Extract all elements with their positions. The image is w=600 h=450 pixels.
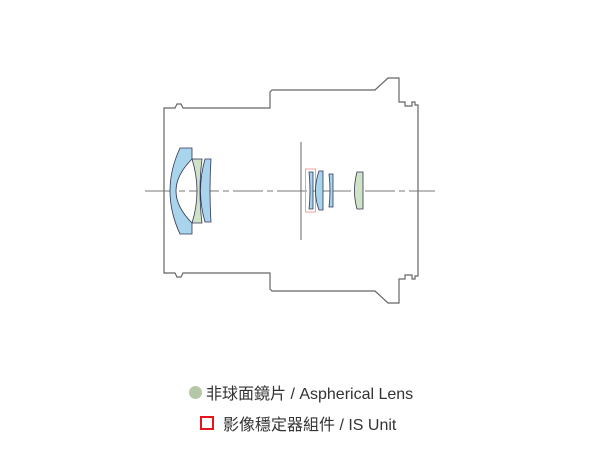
legend-is-unit-label: 影像穩定器組件 / IS Unit xyxy=(223,417,397,434)
is-unit-square-icon xyxy=(200,416,214,430)
legend-aspherical-label: 非球面鏡片 / Aspherical Lens xyxy=(206,386,414,403)
legend-is-unit: 影像穩定器組件 / IS Unit xyxy=(200,411,396,435)
lens-element-6 xyxy=(328,173,334,208)
lens-element-3 xyxy=(200,158,212,223)
is-lens-element xyxy=(308,171,314,210)
aspherical-lens-element-7 xyxy=(354,171,364,210)
aspherical-lens-element-2 xyxy=(191,158,203,224)
lens-element-5 xyxy=(315,170,324,211)
legend-aspherical: 非球面鏡片 / Aspherical Lens xyxy=(189,380,413,404)
aspherical-dot-icon xyxy=(189,385,202,399)
lens-barrel-outline xyxy=(163,77,419,304)
